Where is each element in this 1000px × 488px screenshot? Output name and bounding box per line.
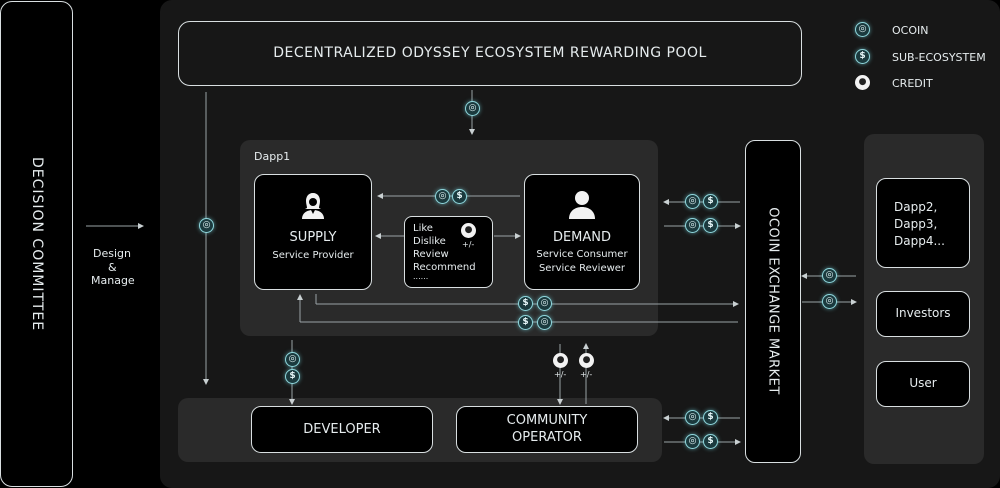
credit-icon: ● — [553, 353, 568, 368]
demand-subtitle-1: Service Consumer — [536, 249, 628, 260]
reward-pool-label: DECENTRALIZED ODYSSEY ECOSYSTEM REWARDIN… — [273, 45, 707, 61]
community-operator-box — [456, 406, 638, 453]
developer-label: DEVELOPER — [303, 422, 381, 437]
demand-subtitle-2: Service Reviewer — [538, 263, 626, 274]
ocoin-icon: ◎ — [685, 218, 700, 233]
ampersand-label: & — [108, 261, 117, 274]
other-dapps-line-2: Dapp3, — [894, 217, 938, 231]
user-label: User — [909, 376, 937, 390]
service-consumer-person-icon — [566, 188, 598, 220]
credit-plus-minus-label: +/- — [580, 370, 593, 379]
user-box — [876, 361, 970, 407]
action-more: ...... — [413, 272, 429, 281]
dapp1-title: Dapp1 — [254, 150, 291, 163]
credit-icon: ● — [855, 75, 870, 90]
action-dislike: Dislike — [413, 236, 446, 247]
supply-title: SUPPLY — [289, 230, 337, 245]
ocoin-exchange-market-label: OCOIN EXCHANGE MARKET — [765, 207, 781, 395]
ocoin-icon: ◎ — [199, 218, 214, 233]
ocoin-icon: ◎ — [822, 268, 837, 283]
action-review: Review — [413, 249, 449, 260]
other-dapps-line-3: Dapp4... — [894, 234, 945, 248]
ocoin-icon: ◎ — [822, 294, 837, 309]
action-recommend: Recommend — [413, 262, 476, 273]
ocoin-icon: ◎ — [685, 410, 700, 425]
dollar-coin-icon: $ — [703, 410, 718, 425]
action-like: Like — [413, 223, 433, 234]
supply-subtitle: Service Provider — [272, 250, 354, 261]
design-label: Design — [93, 247, 131, 260]
dollar-coin-icon: $ — [452, 189, 467, 204]
dollar-coin-icon: $ — [285, 369, 300, 384]
investors-label: Investors — [895, 306, 951, 320]
reward-pool-box — [178, 21, 802, 86]
ocoin-icon: ◎ — [465, 101, 480, 116]
dollar-coin-icon: $ — [518, 296, 533, 311]
ocoin-icon: ◎ — [285, 352, 300, 367]
investors-box — [876, 291, 970, 337]
credit-icon: ● — [579, 353, 594, 368]
dollar-coin-icon: $ — [703, 434, 718, 449]
ocoin-icon: ◎ — [537, 296, 552, 311]
developer-box — [251, 406, 433, 453]
credit-icon: ● — [461, 223, 476, 238]
demand-title: DEMAND — [552, 230, 612, 245]
ocoin-icon: ◎ — [855, 22, 870, 37]
other-dapps-line-1: Dapp2, — [894, 200, 938, 214]
ocoin-exchange-market-box — [745, 140, 801, 463]
feedback-plus-minus-label: +/- — [462, 240, 475, 249]
ocoin-icon: ◎ — [435, 189, 450, 204]
dollar-coin-icon: $ — [703, 218, 718, 233]
dollar-coin-icon: $ — [518, 315, 533, 330]
ocoin-icon: ◎ — [685, 194, 700, 209]
feedback-actions-box — [404, 216, 493, 288]
ocoin-icon: ◎ — [685, 434, 700, 449]
ocoin-icon: ◎ — [537, 315, 552, 330]
community-operator-label-1: COMMUNITY — [506, 413, 588, 428]
community-operator-label-2: OPERATOR — [512, 430, 582, 445]
legend-sub-ecosystem-label: SUB-ECOSYSTEM — [892, 51, 986, 64]
manage-label: Manage — [91, 274, 135, 287]
decision-committee-box — [0, 1, 73, 487]
other-dapps-box — [876, 178, 970, 268]
credit-plus-minus-label: +/- — [554, 370, 567, 379]
service-provider-person-icon — [298, 190, 328, 220]
legend-credit-label: CREDIT — [892, 77, 933, 90]
legend-ocoin-label: OCOIN — [892, 24, 929, 37]
dollar-coin-icon: $ — [855, 49, 870, 64]
dollar-coin-icon: $ — [703, 194, 718, 209]
